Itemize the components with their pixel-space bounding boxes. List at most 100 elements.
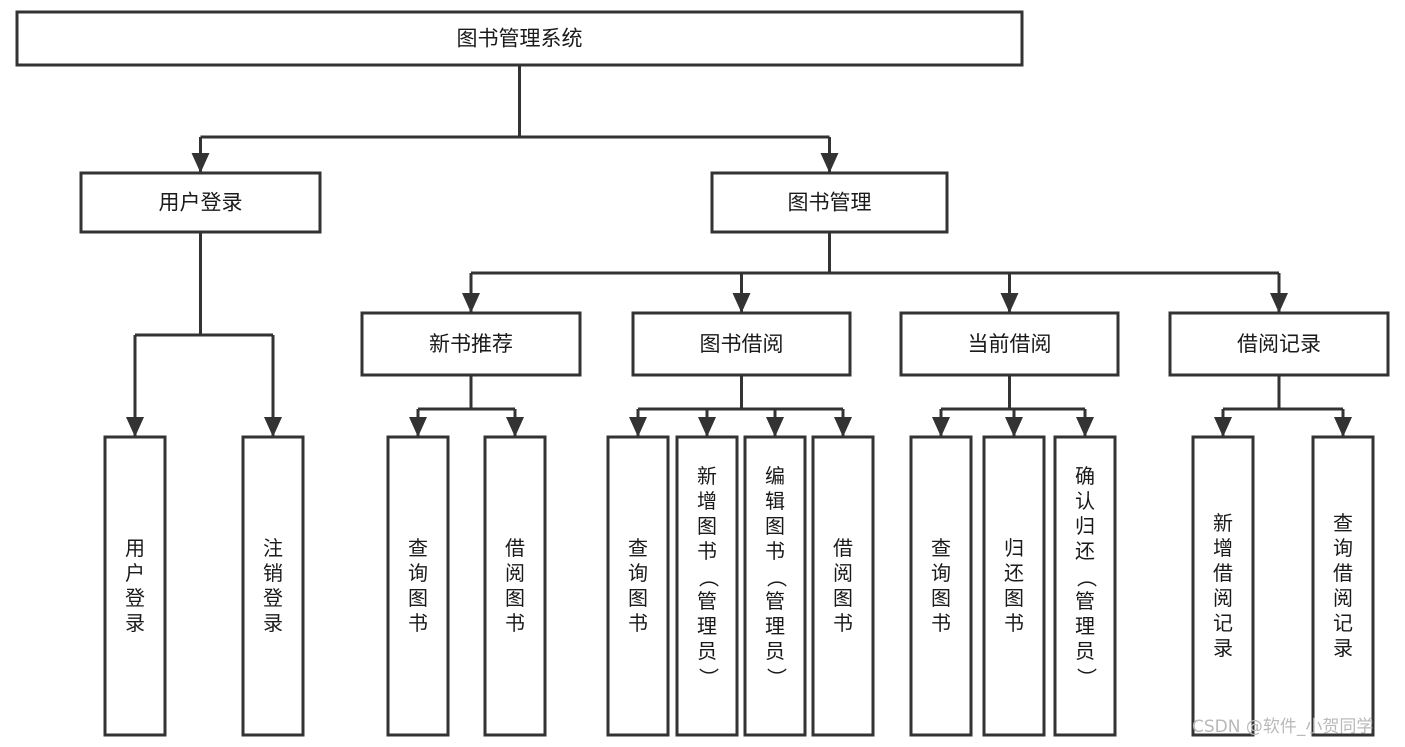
node-label-char: （ <box>697 568 721 588</box>
node-label-char: 图 <box>628 586 648 610</box>
node-label-char: 阅 <box>505 561 525 585</box>
node-label-char: 增 <box>1213 536 1233 560</box>
node-box-new-book-rec[interactable] <box>360 311 582 377</box>
node-box-leaf-add-book[interactable] <box>675 435 739 737</box>
node-label-char: 书 <box>408 611 428 635</box>
connector-group-current-borrow <box>932 375 1094 437</box>
arrow-head-icon <box>1214 417 1232 437</box>
node-book-borrow[interactable]: 图书借阅 <box>631 311 852 377</box>
node-box-leaf-query-record[interactable] <box>1311 435 1375 737</box>
arrow-head-icon <box>820 153 839 173</box>
node-label-char: 查 <box>408 536 428 560</box>
arrow-head-icon <box>1076 417 1094 437</box>
node-label-char: 借 <box>1213 561 1233 585</box>
node-label-char: 理 <box>765 614 785 638</box>
node-label-char: 员 <box>765 639 785 663</box>
node-box-root[interactable] <box>15 10 1024 67</box>
node-box-leaf-borrow-book-1[interactable] <box>483 435 547 737</box>
arrow-head-icon <box>1270 293 1288 313</box>
node-label-char: 确 <box>1075 464 1095 488</box>
node-user-login[interactable]: 用户登录 <box>79 171 322 234</box>
node-box-leaf-query-book-3[interactable] <box>909 435 973 737</box>
node-box-leaf-return-book[interactable] <box>982 435 1046 737</box>
node-label-char: （ <box>1075 568 1099 588</box>
node-label-char: 书 <box>765 539 785 563</box>
node-label-char: 户 <box>125 561 145 585</box>
node-label-char: 查 <box>628 536 648 560</box>
node-box-leaf-edit-book[interactable] <box>743 435 807 737</box>
node-label-char: 登 <box>125 586 145 610</box>
node-box-book-borrow[interactable] <box>631 311 852 377</box>
node-book-manage[interactable]: 图书管理 <box>710 171 949 234</box>
watermark-label: CSDN @软件_小贺同学 <box>1192 717 1373 737</box>
node-box-leaf-query-book-2[interactable] <box>606 435 670 737</box>
node-label-char: 询 <box>408 561 428 585</box>
node-label-root: 图书管理系统 <box>457 27 583 51</box>
node-box-user-login[interactable] <box>79 171 322 234</box>
arrow-head-icon <box>1000 293 1019 313</box>
node-label-char: ） <box>765 668 789 688</box>
node-label-char: 书 <box>1004 611 1024 635</box>
arrow-head-icon <box>462 293 480 313</box>
node-label-char: 管 <box>697 589 717 613</box>
node-box-leaf-add-record[interactable] <box>1191 435 1255 737</box>
node-label-char: 图 <box>931 586 951 610</box>
arrow-head-icon <box>932 417 950 437</box>
node-root[interactable]: 图书管理系统 <box>15 10 1024 67</box>
node-label-new-book-rec: 新书推荐 <box>429 332 513 356</box>
node-borrow-record[interactable]: 借阅记录 <box>1168 311 1390 377</box>
node-box-borrow-record[interactable] <box>1168 311 1390 377</box>
node-label-char: 辑 <box>765 489 785 513</box>
node-label-char: 还 <box>1004 561 1024 585</box>
node-label-borrow-record: 借阅记录 <box>1237 332 1321 356</box>
node-label-char: 增 <box>697 489 717 513</box>
node-new-book-rec[interactable]: 新书推荐 <box>360 311 582 377</box>
node-boxes-group: 图书管理系统用户登录图书管理新书推荐图书借阅当前借阅借阅记录用户登录注销登录查询… <box>15 10 1390 737</box>
node-label-char: 询 <box>1333 536 1353 560</box>
arrow-head-icon <box>766 417 784 437</box>
node-leaf-user-login[interactable]: 用户登录 <box>103 435 167 737</box>
node-label-char: 归 <box>1004 536 1024 560</box>
node-label-char: 理 <box>697 614 717 638</box>
connector-group-new-book-rec <box>409 375 524 437</box>
arrow-head-icon <box>629 417 647 437</box>
node-label-char: 记 <box>1213 611 1233 635</box>
node-label-char: 询 <box>931 561 951 585</box>
node-box-current-borrow[interactable] <box>899 311 1120 377</box>
node-label-char: 图 <box>765 514 785 538</box>
node-box-book-manage[interactable] <box>710 171 949 234</box>
node-label-char: 借 <box>505 536 525 560</box>
node-label-char: 图 <box>833 586 853 610</box>
node-box-leaf-query-book-1[interactable] <box>386 435 450 737</box>
node-label-char: 图 <box>697 514 717 538</box>
arrow-head-icon <box>191 153 210 173</box>
node-label-book-borrow: 图书借阅 <box>700 332 784 356</box>
node-label-char: 录 <box>125 611 145 635</box>
node-box-leaf-confirm-return[interactable] <box>1053 435 1117 737</box>
node-box-leaf-user-login[interactable] <box>103 435 167 737</box>
node-label-char: 新 <box>697 464 717 488</box>
node-label-char: 阅 <box>833 561 853 585</box>
arrow-head-icon <box>506 417 524 437</box>
node-box-leaf-borrow-book-2[interactable] <box>811 435 875 737</box>
node-label-char: 询 <box>628 561 648 585</box>
node-label-char: 用 <box>125 536 145 560</box>
node-box-leaf-logout[interactable] <box>241 435 305 737</box>
node-current-borrow[interactable]: 当前借阅 <box>899 311 1120 377</box>
node-label-char: 还 <box>1075 539 1095 563</box>
node-label-char: 编 <box>765 464 785 488</box>
node-label-char: 注 <box>263 536 283 560</box>
